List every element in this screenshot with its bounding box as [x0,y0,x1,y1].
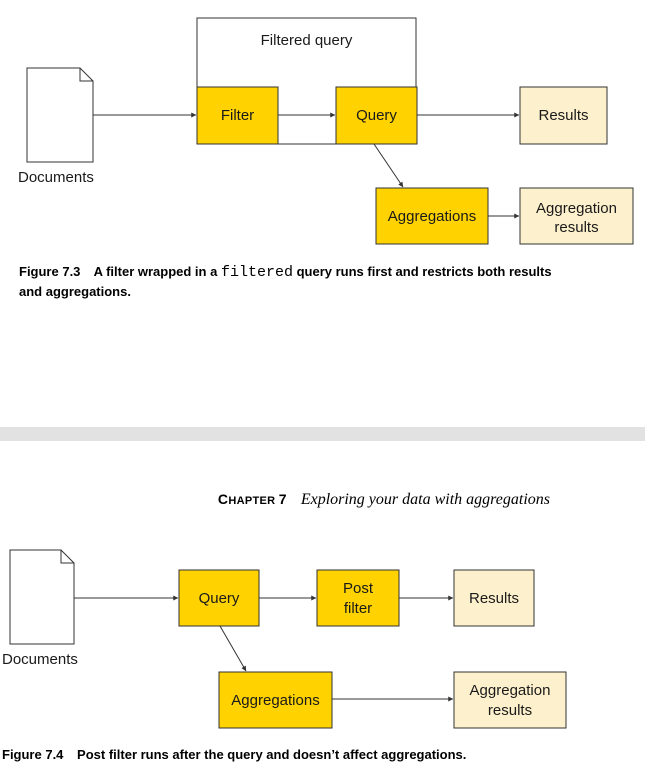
running-head: CHAPTER 7 Exploring your data with aggre… [0,491,550,509]
document-icon [26,67,94,163]
figure-7-3-caption-line2: and aggregations. [19,284,131,299]
page-bottom: CHAPTER 7 Exploring your data with aggre… [0,441,645,777]
aggregations-label: Aggregations [231,692,319,709]
post-filter-box [316,569,400,627]
aggregation-results-line2: results [554,219,598,236]
figure-7-3-caption: Figure 7.3 A filter wrapped in a filtere… [19,262,634,301]
figure-7-3-caption-code: filtered [220,264,293,281]
page-separator [0,427,645,441]
results-label: Results [538,107,588,124]
query-label: Query [356,107,397,124]
query-box [335,86,418,145]
query-label: Query [199,590,240,607]
documents-label: Documents [2,651,78,668]
query-box [178,569,260,627]
figure-7-4-caption-text: Post filter runs after the query and doe… [77,747,467,762]
aggregations-box [218,671,333,729]
results-box [453,569,535,627]
aggregations-label: Aggregations [388,208,476,225]
figure-7-4-number: Figure 7.4 [2,747,64,762]
aggregation-results-line2: results [488,702,532,719]
aggregation-results-line1: Aggregation [470,682,551,699]
aggregation-results-box [453,671,567,729]
figure-7-3-number: Figure 7.3 [19,264,81,279]
aggregation-results-box [519,187,634,245]
page-top: Filtered query Documents Filter Query Re… [18,17,634,301]
filter-label: Filter [221,107,254,124]
running-head-chapter: CHAPTER 7 [217,491,287,507]
documents-label: Documents [18,169,94,186]
filter-box [196,86,279,145]
figure-7-4-caption: Figure 7.4 Post filter runs after the qu… [2,745,642,764]
figure-7-3-caption-part1: A filter wrapped in a [93,264,218,279]
figure-7-3-diagram: Filtered query Documents Filter Query Re… [18,17,634,245]
filtered-query-label: Filtered query [261,32,353,49]
results-box [519,86,608,145]
figure-7-4-diagram: Documents Query Post filter Results Aggr… [2,549,567,729]
document-icon [9,549,75,645]
post-filter-line2: filter [344,600,372,617]
arrow-query-to-aggregations [219,625,247,672]
figure-7-3-caption-part2: query runs first and restricts both resu… [296,264,552,279]
running-head-title: Exploring your data with aggregations [300,491,550,508]
post-filter-line1: Post [343,580,374,597]
aggregation-results-line1: Aggregation [536,200,617,217]
aggregations-box [375,187,489,245]
results-label: Results [469,590,519,607]
arrow-query-to-aggregations [373,143,404,188]
